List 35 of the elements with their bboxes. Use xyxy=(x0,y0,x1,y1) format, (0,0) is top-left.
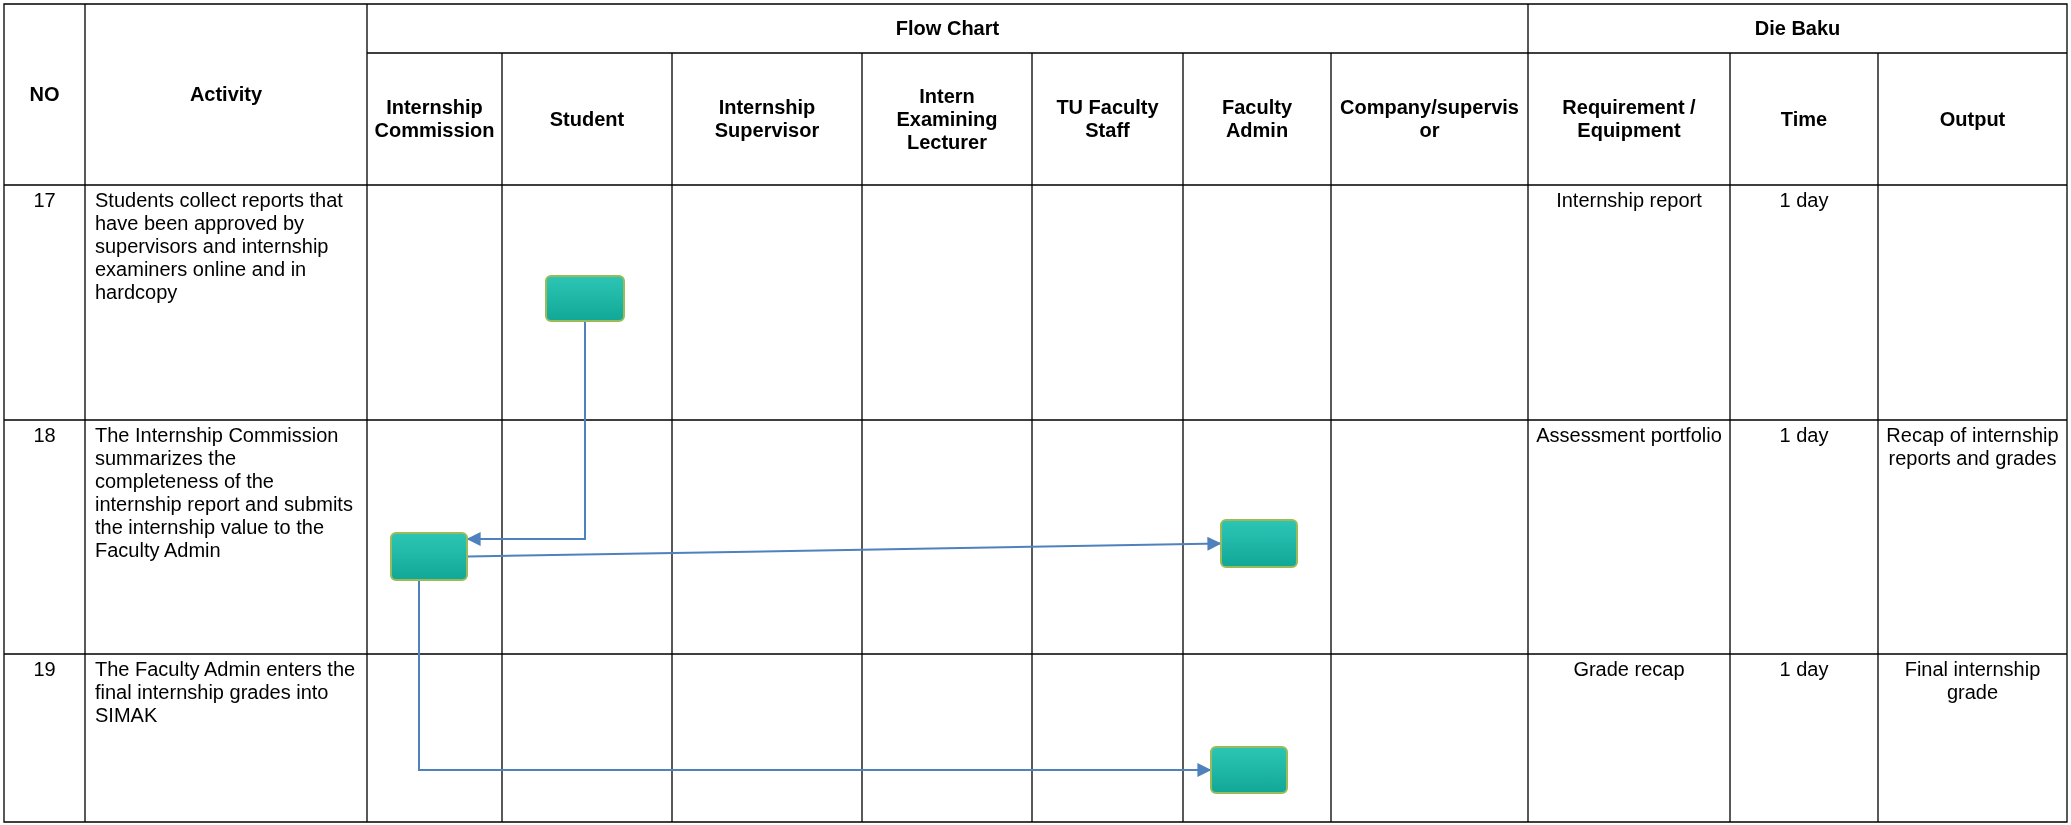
table-cell-text: Assessment portfolio xyxy=(1535,423,1723,448)
table-cell-text: 18 xyxy=(32,423,57,448)
arrow xyxy=(467,536,1222,558)
column-header: Student xyxy=(548,106,626,132)
table-cell-text: Final internship grade xyxy=(1903,657,2042,705)
column-header: Company/supervisor xyxy=(1339,95,1520,143)
activity-description: Students collect reports that have been approved by supervisors and internship examiners online and in hardcopy xyxy=(94,188,344,305)
table-cell-text: 1 day xyxy=(1778,657,1830,682)
table-cell-text: 19 xyxy=(32,657,57,682)
column-header: TU Faculty Staff xyxy=(1055,95,1160,143)
column-header: NO xyxy=(28,82,61,107)
column-header: Die Baku xyxy=(1753,16,1842,41)
arrow xyxy=(466,321,586,546)
process-box xyxy=(1210,746,1288,794)
table-cell-text: Recap of internship reports and grades xyxy=(1885,423,2060,471)
column-header: Internship Supervisor xyxy=(713,95,821,143)
process-box xyxy=(545,275,625,322)
column-header: Output xyxy=(1938,106,2007,132)
table-cell-text: Internship report xyxy=(1555,188,1703,213)
table-cell-text: 17 xyxy=(32,188,57,213)
process-box xyxy=(390,532,468,581)
column-header: Faculty Admin xyxy=(1221,95,1293,143)
column-header: Intern Examining Lecturer xyxy=(895,83,999,155)
column-header: Time xyxy=(1779,106,1829,132)
activity-description: The Internship Commission summarizes the completeness of the internship report and submits the internship value to the Faculty Admin xyxy=(94,423,354,563)
column-header: Requirement / Equipment xyxy=(1561,95,1697,143)
table-cell-text: 1 day xyxy=(1778,423,1830,448)
table-cell-text: Grade recap xyxy=(1572,657,1686,682)
arrow xyxy=(418,580,1212,777)
process-box xyxy=(1220,519,1298,568)
activity-description: The Faculty Admin enters the final internship grades into SIMAK xyxy=(94,657,357,728)
column-header: Flow Chart xyxy=(894,16,1001,41)
column-header: Activity xyxy=(188,82,264,107)
table-cell-text: 1 day xyxy=(1778,188,1830,213)
column-header: Internship Commission xyxy=(373,95,496,143)
